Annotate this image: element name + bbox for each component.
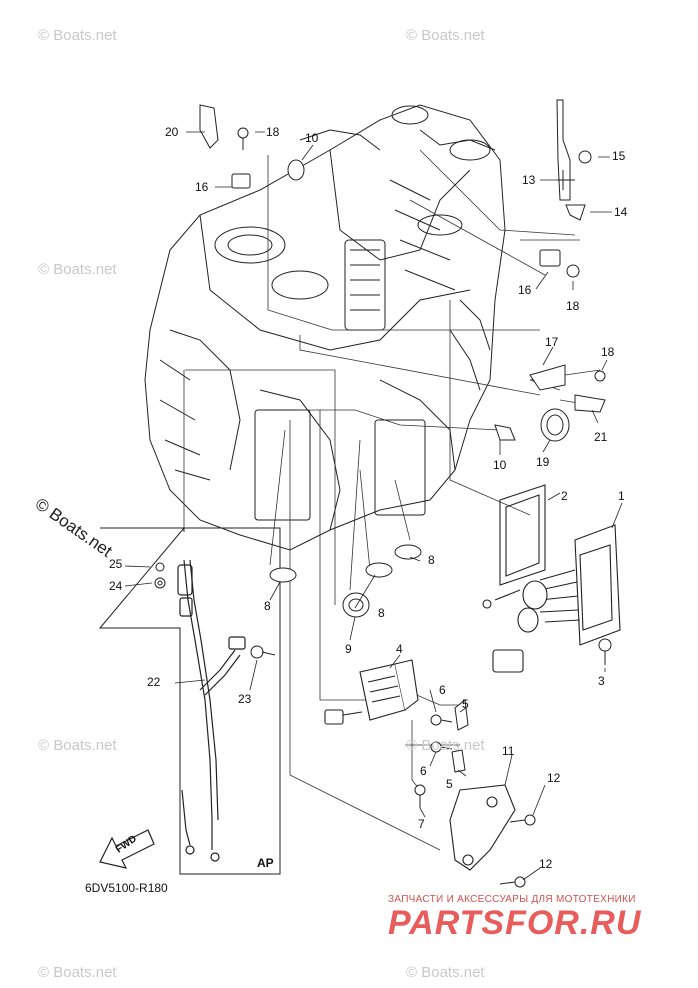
callout-25: 25	[109, 557, 123, 571]
engine-block	[144, 104, 506, 551]
bracket-11	[449, 784, 516, 871]
callout-21: 21	[594, 430, 608, 444]
callout-11: 11	[502, 744, 515, 758]
callout-18b: 18	[566, 299, 580, 313]
brand-logo[interactable]: PARTSFOR.RU	[388, 904, 642, 942]
callout-19: 19	[536, 455, 550, 469]
callout-10: 10	[305, 131, 319, 145]
callout-10b: 10	[493, 458, 507, 472]
callout-16b: 16	[518, 283, 532, 297]
cdi-unit-1	[482, 524, 621, 673]
gasket-2	[499, 484, 546, 586]
callout-8c: 8	[378, 606, 385, 620]
brand-tagline: ЗАПЧАСТИ И АКСЕССУАРЫ ДЛЯ МОТОТЕХНИКИ	[388, 894, 636, 905]
small-parts	[154, 99, 612, 888]
callout-8a: 8	[428, 553, 435, 567]
callout-6a: 6	[439, 683, 446, 697]
callout-6b: 6	[420, 764, 427, 778]
callout-24: 24	[109, 579, 123, 593]
callout-1: 1	[618, 489, 625, 503]
watermark: © Boats.net	[38, 964, 117, 981]
callout-9: 9	[345, 642, 352, 656]
callout-22: 22	[147, 675, 161, 689]
callout-16: 16	[195, 180, 209, 194]
callout-20: 20	[165, 125, 179, 139]
watermark: © Boats.net	[406, 737, 485, 754]
callout-7: 7	[418, 817, 425, 831]
callout-3: 3	[598, 674, 605, 688]
watermark: © Boats.net	[38, 261, 117, 278]
label-leaders	[124, 131, 623, 881]
watermark: © Boats.net	[38, 737, 117, 754]
watermark: © Boats.net	[406, 27, 485, 44]
callout-13: 13	[522, 173, 536, 187]
ap-inset-box	[98, 527, 281, 875]
relay-4	[324, 659, 419, 725]
ap-label: AP	[257, 856, 274, 870]
watermark: © Boats.net	[406, 964, 485, 981]
watermark: © Boats.net	[38, 27, 117, 44]
callout-17: 17	[545, 335, 559, 349]
harness-22	[177, 559, 246, 862]
callout-5b: 5	[446, 777, 453, 791]
callout-23: 23	[238, 692, 252, 706]
callout-4: 4	[396, 642, 403, 656]
callout-15: 15	[612, 149, 626, 163]
callout-2: 2	[561, 489, 568, 503]
callout-18: 18	[266, 125, 280, 139]
diagram-code: 6DV5100-R180	[85, 881, 168, 895]
callout-18c: 18	[601, 345, 615, 359]
callout-5a: 5	[462, 697, 469, 711]
callout-12a: 12	[547, 771, 561, 785]
callout-14: 14	[614, 205, 628, 219]
fwd-arrow	[99, 829, 155, 869]
callout-12b: 12	[539, 857, 553, 871]
callout-8b: 8	[264, 599, 271, 613]
